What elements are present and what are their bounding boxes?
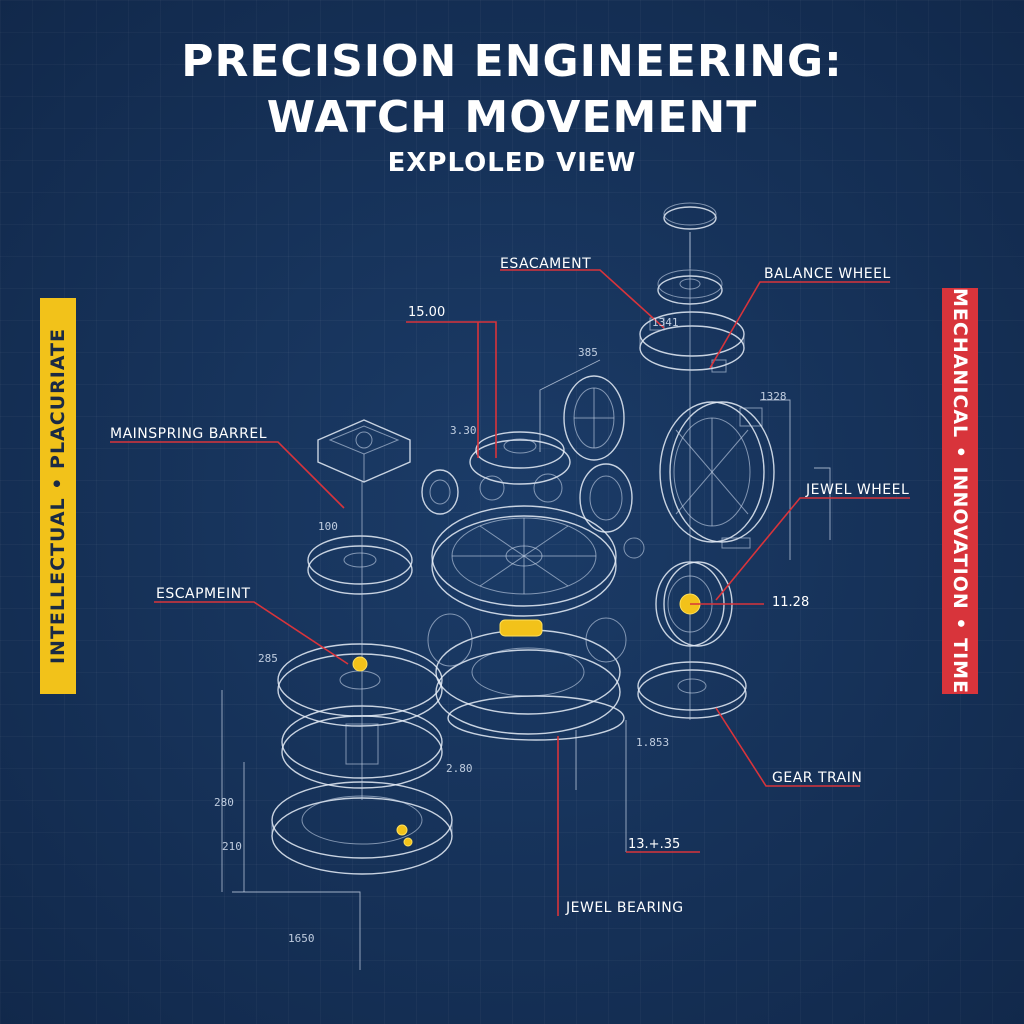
dimension-s1: 385 <box>578 346 598 359</box>
dimension-lines <box>221 359 831 970</box>
label-esacament: ESACAMENT <box>500 256 591 272</box>
main-wheel <box>431 505 617 617</box>
dimension-s8: 210 <box>222 840 242 853</box>
escapement-jewel <box>352 656 368 672</box>
large-vertical-wheel <box>659 401 775 549</box>
title-line-1: PRECISION ENGINEERING: <box>181 36 843 87</box>
left-banner: INTELLECTUAL • PLACURIATE <box>40 298 76 694</box>
small-gear-left <box>421 469 459 515</box>
subtitle: EXPLOLED VIEW <box>387 148 637 178</box>
label-balance-wheel: BALANCE WHEEL <box>764 266 891 282</box>
lower-mechanism <box>427 613 627 741</box>
label-gear-train: GEAR TRAIN <box>772 770 862 786</box>
label-jewel-bearing: JEWEL BEARING <box>565 900 684 916</box>
right-banner-text: MECHANICAL • INNOVATION • TIME <box>949 287 971 695</box>
dimension-s7: 280 <box>214 796 234 809</box>
base-jewel-1 <box>396 824 408 836</box>
dimension-s2: 1328 <box>760 390 787 403</box>
mainspring-bridge <box>317 419 411 483</box>
label-escapmeint: ESCAPMEINT <box>156 586 251 602</box>
base-jewel-2 <box>403 837 413 847</box>
small-gear-right <box>579 463 645 559</box>
center-jewel <box>499 619 543 637</box>
dimension-s9: 1650 <box>288 932 315 945</box>
dimension-s3: 3.30 <box>450 424 477 437</box>
label-mainspring-barrel: MAINSPRING BARREL <box>110 426 267 442</box>
label-jewel-wheel: JEWEL WHEEL <box>805 482 909 498</box>
dimension-s11: 1341 <box>652 316 679 329</box>
dimension-s5: 285 <box>258 652 278 665</box>
escapement-disk <box>277 643 443 727</box>
barrel-top-disk <box>307 535 413 595</box>
dimension-s4: 100 <box>318 520 338 533</box>
title-line-2: WATCH MOVEMENT <box>266 92 758 143</box>
dimension-1128: 11.28 <box>772 595 809 610</box>
dimension-1500: 15.00 <box>408 305 445 320</box>
leader-lines <box>110 269 910 916</box>
vertical-gear <box>563 375 625 461</box>
right-banner: MECHANICAL • INNOVATION • TIME <box>942 288 978 694</box>
dimension-s6: 2.80 <box>446 762 473 775</box>
dimension-s10: 1.853 <box>636 736 669 749</box>
escapement-cluster <box>469 431 571 503</box>
dimension-1335: 13.+.35 <box>628 837 680 852</box>
gear-train-disk <box>637 661 747 719</box>
